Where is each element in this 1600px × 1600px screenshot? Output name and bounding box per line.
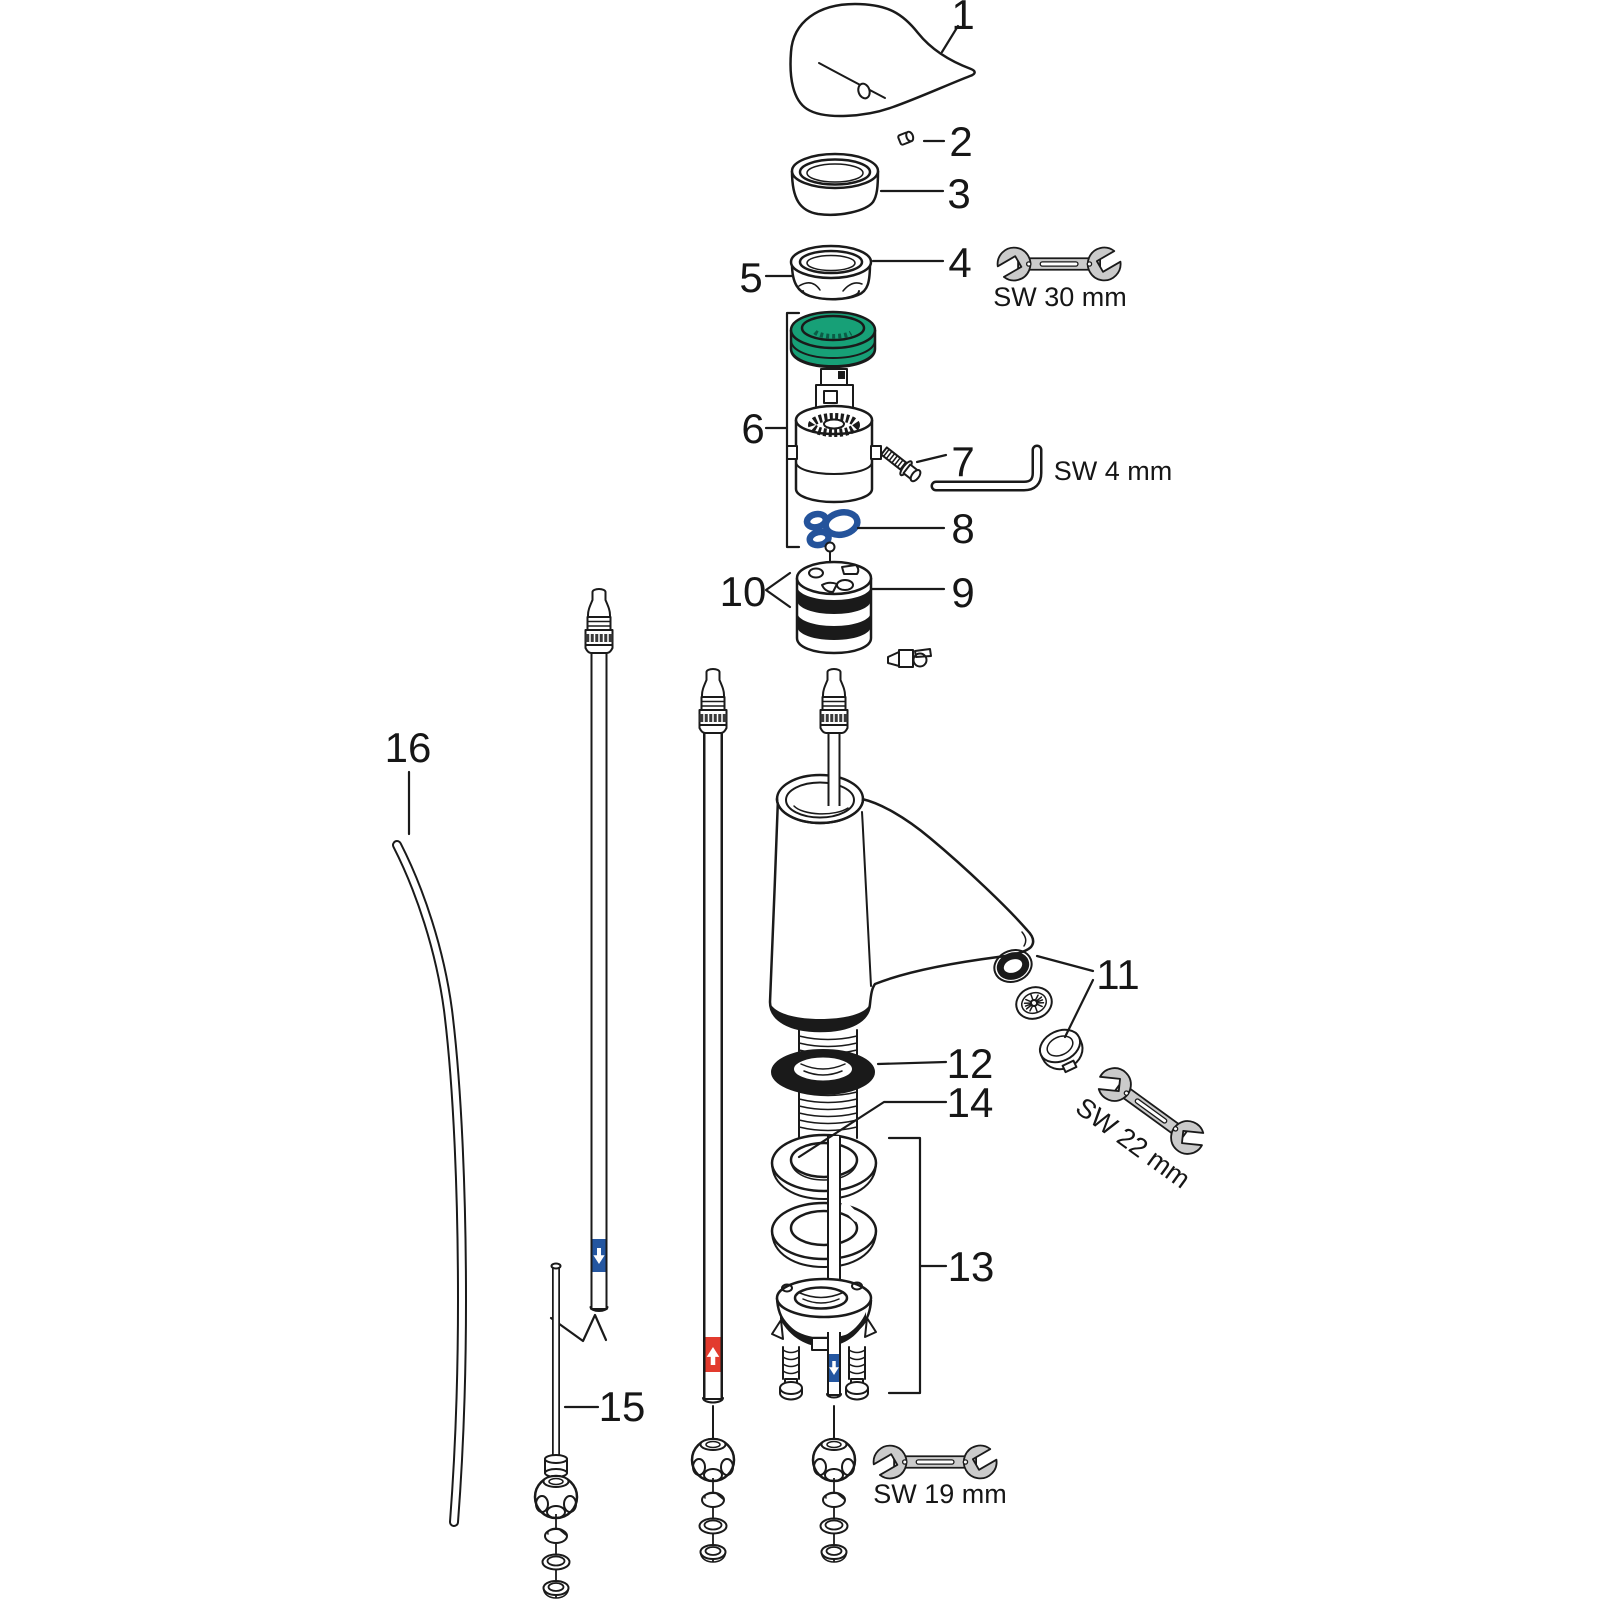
- connector-ball-b: [690, 1405, 736, 1563]
- part-6-cartridge-body: [786, 368, 882, 504]
- callout-1: 1: [951, 0, 974, 38]
- part-14-washer: [770, 1133, 878, 1200]
- bracket-6: [785, 311, 801, 549]
- part-6-seal-ring: [789, 310, 877, 369]
- part-1-handle: [789, 2, 976, 118]
- callout-14: 14: [947, 1079, 994, 1126]
- pull-rod-lower: [826, 1332, 842, 1399]
- leader-lines: [407, 24, 1095, 1409]
- faucet-body: [768, 668, 1035, 1139]
- mounting-screw-right: [845, 1346, 869, 1401]
- callout-9: 9: [951, 569, 974, 616]
- callout-16: 16: [385, 724, 432, 771]
- callout-7: 7: [951, 438, 974, 485]
- part-12-seal-ring: [771, 1049, 875, 1095]
- connector-ball-a: [533, 1474, 579, 1599]
- callout-12: 12: [947, 1040, 994, 1087]
- retainer-clip: [887, 648, 932, 668]
- part-8-seal-gasket: [803, 509, 861, 549]
- part-13-mounting-flange: [771, 1277, 877, 1351]
- callout-8: 8: [951, 505, 974, 552]
- callout-10: 10: [720, 568, 767, 615]
- tool-label-sw30: SW 30 mm: [993, 282, 1127, 312]
- callout-15: 15: [599, 1383, 646, 1430]
- callout-11: 11: [1096, 951, 1140, 998]
- callout-labels: 1 2 3 4 5 6 7 8 9 10 11 12 13 14 15 16: [385, 0, 1140, 1430]
- allen-key-sw4-icon: [930, 444, 1043, 492]
- part-7-screw: [880, 446, 922, 483]
- tool-label-sw19: SW 19 mm: [873, 1479, 1007, 1509]
- hose-break-mark: [549, 1313, 608, 1343]
- tool-label-sw4: SW 4 mm: [1054, 456, 1173, 486]
- part-4-5-ring-nut: [789, 244, 873, 301]
- connector-ball-c: [811, 1405, 857, 1563]
- supply-hose-red: [698, 668, 728, 1404]
- wrench-sw30-icon: [996, 246, 1122, 282]
- part-3-escutcheon-ring: [790, 152, 880, 216]
- supply-hose-blue: [584, 588, 614, 1312]
- part-16-flexible-hose: [392, 840, 468, 1527]
- callout-13: 13: [948, 1243, 995, 1290]
- callout-6: 6: [741, 405, 764, 452]
- callout-2: 2: [949, 118, 972, 165]
- callout-3: 3: [947, 170, 970, 217]
- callout-4: 4: [948, 239, 971, 286]
- part-13-horseshoe-washer: [770, 1201, 878, 1268]
- part-9-10-check-valve: [795, 541, 873, 655]
- pull-rod-connector: [819, 668, 849, 734]
- callout-5: 5: [739, 254, 762, 301]
- part-15-connection-pipe: [544, 1262, 568, 1478]
- wrench-sw19-icon: [872, 1444, 998, 1480]
- part-11-aerator: [993, 949, 1084, 1074]
- part-2-grub-screw: [897, 130, 915, 146]
- mounting-screw-left: [779, 1346, 803, 1401]
